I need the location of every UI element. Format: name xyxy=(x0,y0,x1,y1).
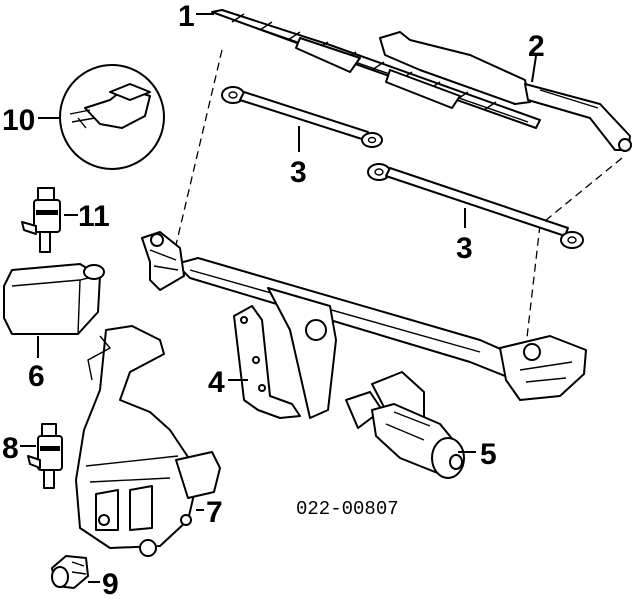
callout-5: 5 xyxy=(480,438,497,471)
washer-reservoir-large xyxy=(75,325,221,557)
diagram-part-code: 022-00807 xyxy=(296,498,399,520)
wiper-blade xyxy=(211,9,541,129)
wiper-motor xyxy=(345,371,465,479)
washer-pump-upper xyxy=(21,187,61,253)
callout-8: 8 xyxy=(2,432,19,465)
callout-6: 6 xyxy=(28,360,45,393)
link-rod-upper xyxy=(221,86,383,148)
dashed-guide-lines xyxy=(175,49,623,347)
wiper-linkage-frame xyxy=(141,231,587,419)
mounting-bracket xyxy=(233,305,301,419)
leader-lines xyxy=(20,13,537,583)
washer-reservoir xyxy=(3,263,105,335)
washer-pump-lower xyxy=(27,423,63,489)
callout-11: 11 xyxy=(78,200,110,233)
callout-3-upper: 3 xyxy=(290,156,307,189)
link-rod-lower xyxy=(367,163,584,249)
detail-circle xyxy=(59,64,165,170)
callout-4: 4 xyxy=(208,366,225,399)
wiper-arm xyxy=(379,31,632,152)
callout-7: 7 xyxy=(206,496,223,529)
callout-1: 1 xyxy=(178,0,195,33)
callout-10: 10 xyxy=(2,104,35,137)
callout-2: 2 xyxy=(528,30,545,63)
callout-3-lower: 3 xyxy=(456,232,473,265)
callout-9: 9 xyxy=(102,568,119,600)
small-plug xyxy=(51,555,89,589)
